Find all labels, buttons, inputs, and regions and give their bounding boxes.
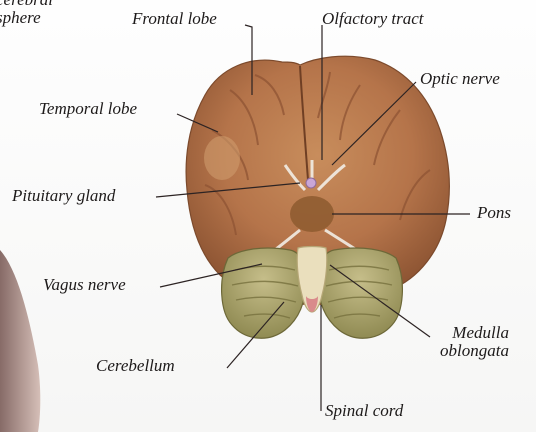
- label-medulla-oblongata: Medulla oblongata: [440, 324, 509, 360]
- label-temporal-lobe: Temporal lobe: [39, 100, 137, 118]
- label-pituitary-gland: Pituitary gland: [12, 187, 115, 205]
- corner-partial-label: cerebral sphere: [0, 0, 56, 27]
- left-side-shading: [0, 250, 40, 432]
- pons-region: [290, 196, 334, 232]
- label-olfactory-tract: Olfactory tract: [322, 10, 424, 28]
- label-cerebellum: Cerebellum: [96, 357, 175, 375]
- label-pons: Pons: [477, 204, 511, 222]
- label-optic-nerve: Optic nerve: [420, 70, 500, 88]
- cerebellum-shape-right: [318, 248, 402, 338]
- label-spinal-cord: Spinal cord: [325, 402, 403, 420]
- temporal-lobe-region: [204, 136, 240, 180]
- label-frontal-lobe: Frontal lobe: [132, 10, 217, 28]
- corner-text-line-2: sphere: [0, 9, 56, 27]
- label-medulla-line-2: oblongata: [440, 342, 509, 360]
- label-vagus-nerve: Vagus nerve: [43, 276, 126, 294]
- label-medulla-line-1: Medulla: [440, 324, 509, 342]
- pituitary-gland-shape: [306, 178, 316, 188]
